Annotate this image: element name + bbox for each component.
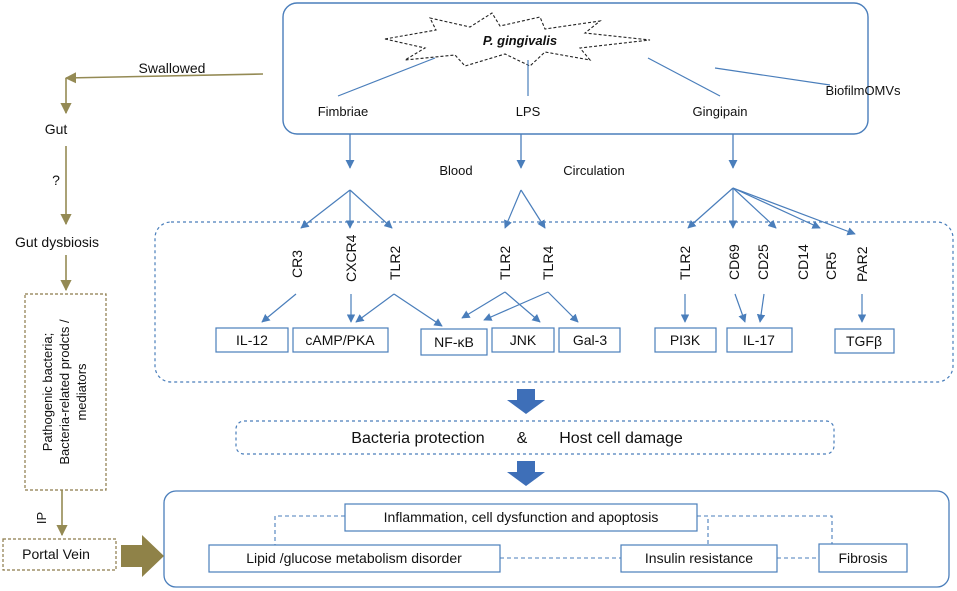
bacteria-box [282, 2, 869, 135]
signal-camp-box [292, 327, 389, 353]
swallowed-label: Swallowed [139, 60, 206, 76]
lipid-label: Lipid /glucose metabolism disorder [246, 550, 462, 566]
arr-tlr4-nfkb [483, 291, 549, 321]
portal-vein-label: Portal Vein [22, 546, 90, 562]
insulin-box [620, 544, 778, 573]
fan-gin-cr5 [732, 187, 856, 236]
connector-fimbriae [337, 57, 436, 97]
question-label: ? [52, 172, 60, 188]
receptor-tlr2-gingipain: TLR2 [677, 246, 693, 280]
factor-biofilm-omvs: BiofilmOMVs [825, 83, 901, 98]
outcome-damage: Host cell damage [559, 430, 683, 447]
dash-inflam-fibrosis [697, 515, 833, 546]
lipid-box [208, 544, 501, 573]
factor-gingipain: Gingipain [693, 104, 748, 119]
signal-il12-box [215, 327, 289, 353]
fan-gin-tlr2 [687, 187, 734, 229]
signal-gal3: Gal-3 [573, 332, 607, 348]
bacteria-line3: mediators [74, 363, 89, 421]
receptor-cxcr4: CXCR4 [343, 234, 359, 282]
factor-lps: LPS [516, 104, 541, 119]
signal-nfkb: NF-κB [434, 334, 474, 350]
bacteria-products-text: Pathogenic bacteria; Bacteria-related pr… [40, 319, 89, 465]
fan-fim-cr3 [300, 189, 351, 229]
receptor-tlr2-lps: TLR2 [497, 246, 513, 280]
receptor-cr3: CR3 [289, 250, 305, 278]
arr-cd69-il17 [734, 293, 747, 323]
pg-title: P. gingivalis [483, 33, 557, 48]
block-arrow-portal [121, 535, 164, 577]
dash-inflam-left [274, 515, 345, 546]
arr-tlr4-gal3 [547, 291, 579, 323]
receptor-cr5: CR5 [823, 252, 839, 280]
arr-tlr2-camp [355, 293, 395, 323]
connector-gingipain [647, 57, 721, 97]
fan-gin-cd14 [732, 187, 821, 229]
arrow-swallowed [64, 72, 264, 84]
pg-starburst [384, 12, 651, 67]
insulin-label: Insulin resistance [645, 550, 753, 566]
portal-vein-box [2, 538, 117, 571]
signal-jnk: JNK [510, 332, 537, 348]
signal-il17: IL-17 [743, 332, 775, 348]
signal-camp-pka: cAMP/PKA [305, 332, 375, 348]
liver-effects-box [163, 490, 950, 588]
fibrosis-box [818, 543, 908, 573]
signal-tgfb: TGFβ [846, 333, 882, 349]
arr-cr3-il12 [261, 293, 297, 323]
receptor-par2: PAR2 [854, 246, 870, 282]
outcome-box [235, 420, 835, 455]
blood-label: Blood [439, 163, 472, 178]
signal-nfkb-box [420, 328, 488, 356]
signal-jnk-box [491, 327, 555, 353]
signal-il12: IL-12 [236, 332, 268, 348]
bacteria-line1: Pathogenic bacteria; [40, 333, 55, 452]
inflammation-box [344, 503, 698, 532]
fan-gin-cd25 [732, 187, 777, 229]
fan-lps-tlr2 [504, 189, 522, 229]
arr-tlr2lps-nfkb [461, 291, 506, 319]
fibrosis-label: Fibrosis [838, 550, 887, 566]
fan-fim-tlr2 [349, 189, 393, 229]
arr-tlr2-nfkb [393, 293, 443, 327]
receptor-cd25: CD25 [755, 244, 771, 280]
signal-gal3-box [558, 327, 621, 353]
arr-cd25-il17 [756, 293, 766, 323]
block-arrow-1 [507, 389, 545, 414]
receptor-cd14: CD14 [795, 244, 811, 280]
outcome-protection: Bacteria protection [351, 430, 484, 447]
circulation-label: Circulation [563, 163, 624, 178]
signal-tgfb-box [834, 328, 895, 354]
receptor-cd69: CD69 [726, 244, 742, 280]
bacteria-line2: Bacteria-related prodcts / [57, 319, 72, 465]
block-arrow-2 [507, 461, 545, 486]
receptor-tlr2-fimbriae: TLR2 [387, 246, 403, 280]
signal-pi3k: PI3K [670, 332, 701, 348]
receptor-box [154, 221, 954, 383]
inflammation-label: Inflammation, cell dysfunction and apopt… [384, 509, 659, 525]
dash-inflam-right [697, 515, 709, 546]
outcome-amp: & [517, 430, 528, 447]
connector-omvs [714, 67, 831, 86]
arr-tlr2lps-jnk [504, 291, 541, 323]
gut-label: Gut [45, 121, 68, 137]
dysbiosis-label: Gut dysbiosis [15, 234, 99, 250]
receptor-tlr4-lps: TLR4 [540, 246, 556, 280]
signal-pi3k-box [654, 327, 717, 353]
bacteria-products-box [24, 293, 107, 491]
ip-label: IP [34, 512, 49, 524]
signal-il17-box [726, 327, 793, 353]
fan-lps-tlr4 [520, 189, 546, 229]
factor-fimbriae: Fimbriae [318, 104, 369, 119]
